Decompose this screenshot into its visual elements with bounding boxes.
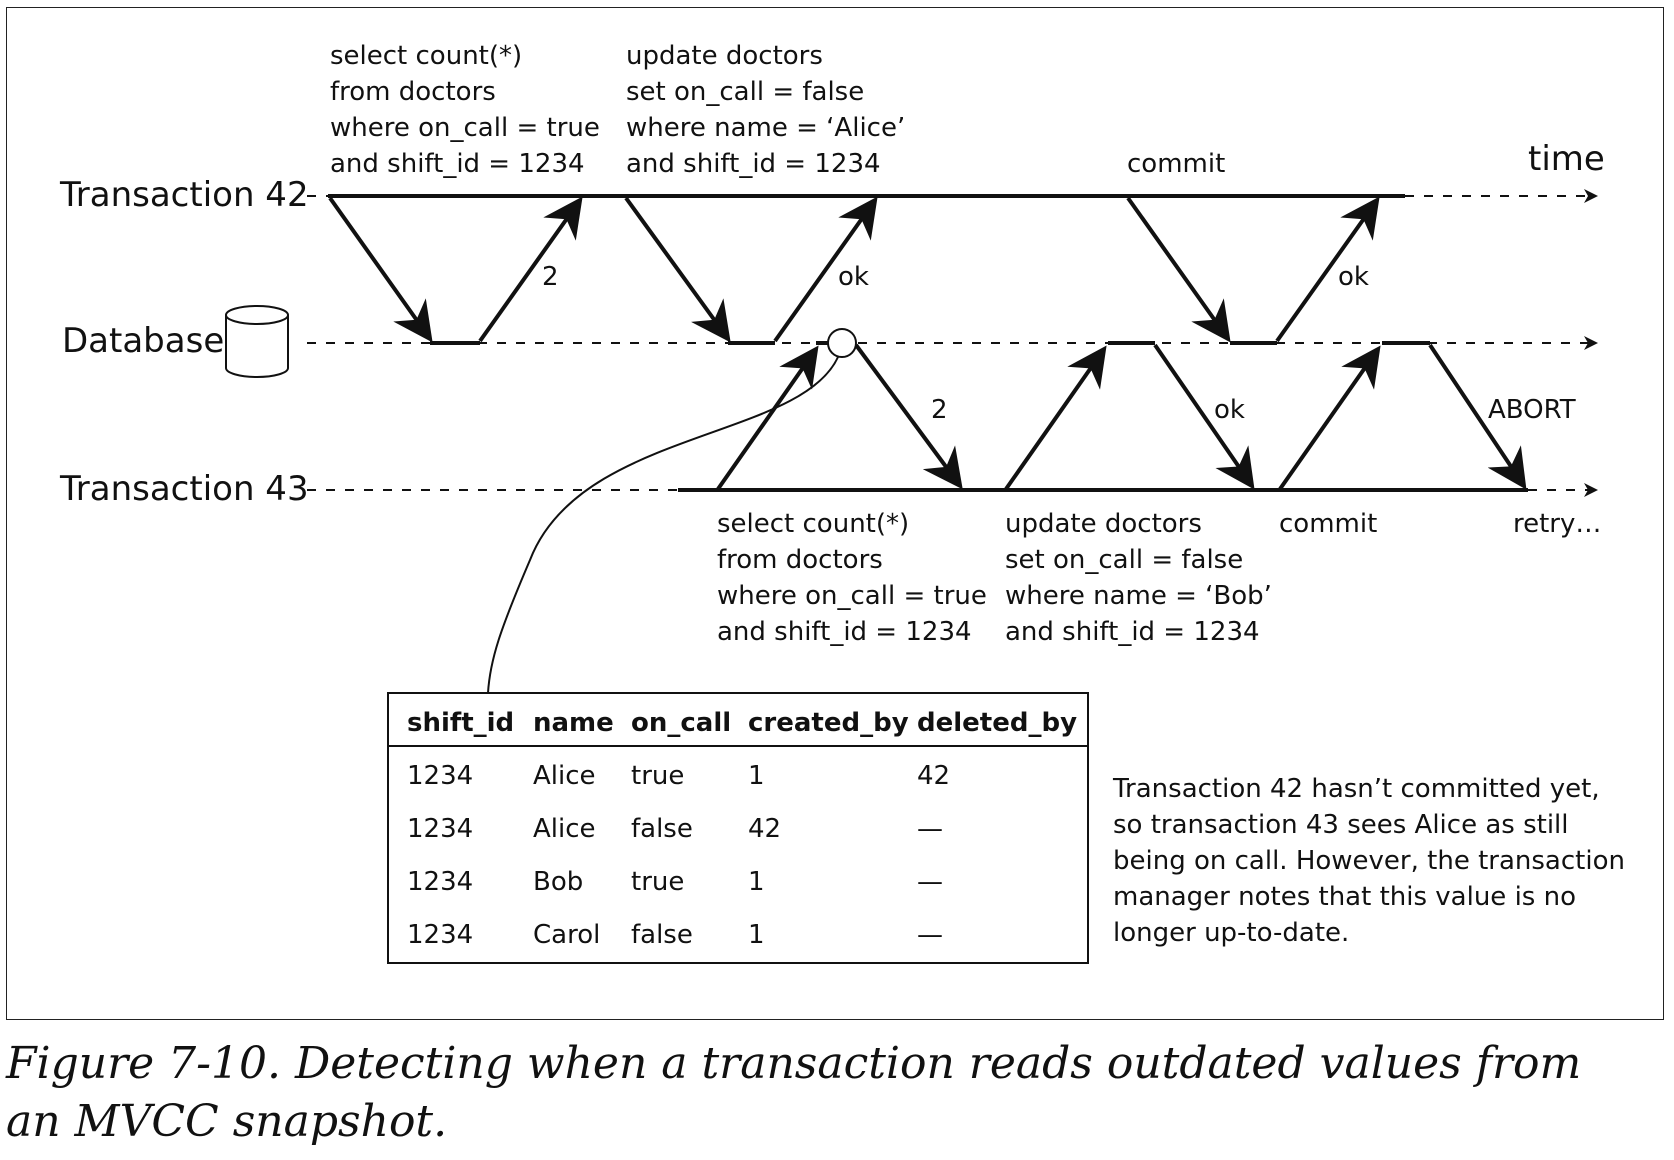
svg-text:created_by: created_by — [748, 708, 909, 738]
svg-text:being on call. However, the tr: being on call. However, the transaction — [1113, 846, 1625, 876]
svg-text:deleted_by: deleted_by — [917, 708, 1077, 738]
stale-read-marker — [827, 328, 857, 358]
t42-commit-request-arrow — [1126, 196, 1231, 343]
figure-caption: Figure 7-10. Detecting when a transactio… — [6, 1038, 1582, 1147]
svg-text:42: 42 — [748, 814, 781, 844]
table-row: 1234 Alice false 42 — — [407, 814, 943, 844]
t43-update-result: ok — [1214, 395, 1245, 425]
svg-text:false: false — [631, 920, 693, 950]
t43-update-response-arrow — [1153, 343, 1255, 490]
svg-text:—: — — [917, 920, 943, 950]
svg-text:on_call: on_call — [631, 708, 731, 738]
svg-text:shift_id: shift_id — [407, 708, 514, 738]
svg-text:1234: 1234 — [407, 920, 473, 950]
svg-text:—: — — [917, 814, 943, 844]
svg-text:1234: 1234 — [407, 814, 473, 844]
svg-text:manager notes that this value: manager notes that this value is no — [1113, 882, 1576, 912]
svg-text:—: — — [917, 867, 943, 897]
svg-text:1: 1 — [748, 920, 765, 950]
stale-read-connector — [487, 356, 839, 694]
lane-label-t43: Transaction 43 — [59, 469, 309, 509]
t42-select-response-arrow — [478, 196, 583, 343]
svg-text:set on_call = false: set on_call = false — [626, 77, 864, 107]
t43-select-query: select count(*) from doctors where on_ca… — [717, 509, 987, 647]
database-icon — [225, 305, 289, 378]
svg-text:false: false — [631, 814, 693, 844]
mvcc-diagram: Transaction 42 Database Transaction 43 t… — [59, 41, 1625, 964]
lane-label-t42: Transaction 42 — [59, 175, 309, 215]
svg-text:where name = ‘Alice’: where name = ‘Alice’ — [626, 113, 905, 143]
t42-commit-response-arrow — [1275, 196, 1380, 343]
t43-abort-response-arrow — [1428, 343, 1527, 490]
t43-select-result: 2 — [931, 395, 948, 425]
svg-text:where on_call = true: where on_call = true — [330, 113, 600, 143]
svg-text:from doctors: from doctors — [717, 545, 883, 575]
svg-text:where on_call = true: where on_call = true — [717, 581, 987, 611]
time-label: time — [1528, 139, 1605, 179]
svg-text:longer up-to-date.: longer up-to-date. — [1113, 918, 1349, 948]
t43-select-request-arrow — [716, 345, 819, 491]
table-row: 1234 Bob true 1 — — [407, 867, 943, 897]
table-header: shift_id name on_call created_by deleted… — [407, 708, 1077, 738]
svg-text:name: name — [533, 708, 614, 738]
svg-text:1: 1 — [748, 867, 765, 897]
svg-text:1234: 1234 — [407, 867, 473, 897]
svg-text:and shift_id = 1234: and shift_id = 1234 — [626, 149, 881, 179]
svg-text:Alice: Alice — [533, 814, 596, 844]
svg-text:select count(*): select count(*) — [330, 41, 522, 71]
svg-text:and shift_id = 1234: and shift_id = 1234 — [717, 617, 972, 647]
lane-label-db: Database — [62, 321, 224, 361]
t43-commit-result: ABORT — [1488, 395, 1576, 425]
svg-text:true: true — [631, 867, 684, 897]
svg-text:from doctors: from doctors — [330, 77, 496, 107]
svg-text:42: 42 — [917, 761, 950, 791]
t42-update-response-arrow — [773, 196, 878, 343]
svg-text:Carol: Carol — [533, 920, 600, 950]
t43-retry-label: retry… — [1513, 509, 1601, 539]
svg-text:Transaction 42 hasn’t committe: Transaction 42 hasn’t committed yet, — [1112, 774, 1600, 804]
t43-update-request-arrow — [1004, 345, 1107, 491]
t42-select-request-arrow — [328, 196, 433, 343]
t43-commit-request-arrow — [1278, 345, 1381, 491]
svg-text:Alice: Alice — [533, 761, 596, 791]
svg-text:and shift_id = 1234: and shift_id = 1234 — [330, 149, 585, 179]
svg-text:1234: 1234 — [407, 761, 473, 791]
t42-select-result: 2 — [542, 262, 559, 292]
table-row: 1234 Alice true 1 42 — [407, 761, 950, 791]
svg-text:so transaction 43 sees Alice a: so transaction 43 sees Alice as still — [1113, 810, 1569, 840]
t42-select-query: select count(*) from doctors where on_ca… — [330, 41, 600, 179]
svg-text:true: true — [631, 761, 684, 791]
mvcc-table: shift_id name on_call created_by deleted… — [387, 692, 1089, 964]
svg-text:set on_call = false: set on_call = false — [1005, 545, 1243, 575]
t43-commit-label: commit — [1279, 509, 1377, 539]
explanatory-note: Transaction 42 hasn’t committed yet, so … — [1112, 774, 1625, 948]
t42-update-result: ok — [838, 262, 869, 292]
svg-text:select count(*): select count(*) — [717, 509, 909, 539]
svg-text:Bob: Bob — [533, 867, 583, 897]
t43-update-query: update doctors set on_call = false where… — [1005, 509, 1272, 647]
t42-commit-label: commit — [1127, 149, 1225, 179]
figure-frame — [6, 7, 1664, 1020]
t43-select-response-arrow — [854, 343, 963, 490]
t42-update-request-arrow — [624, 196, 731, 343]
svg-text:and shift_id = 1234: and shift_id = 1234 — [1005, 617, 1260, 647]
svg-text:where name = ‘Bob’: where name = ‘Bob’ — [1005, 581, 1272, 611]
svg-text:1: 1 — [748, 761, 765, 791]
svg-text:update doctors: update doctors — [1005, 509, 1202, 539]
svg-text:update doctors: update doctors — [626, 41, 823, 71]
t42-update-query: update doctors set on_call = false where… — [626, 41, 905, 179]
table-row: 1234 Carol false 1 — — [407, 920, 943, 950]
t42-commit-result: ok — [1338, 262, 1369, 292]
